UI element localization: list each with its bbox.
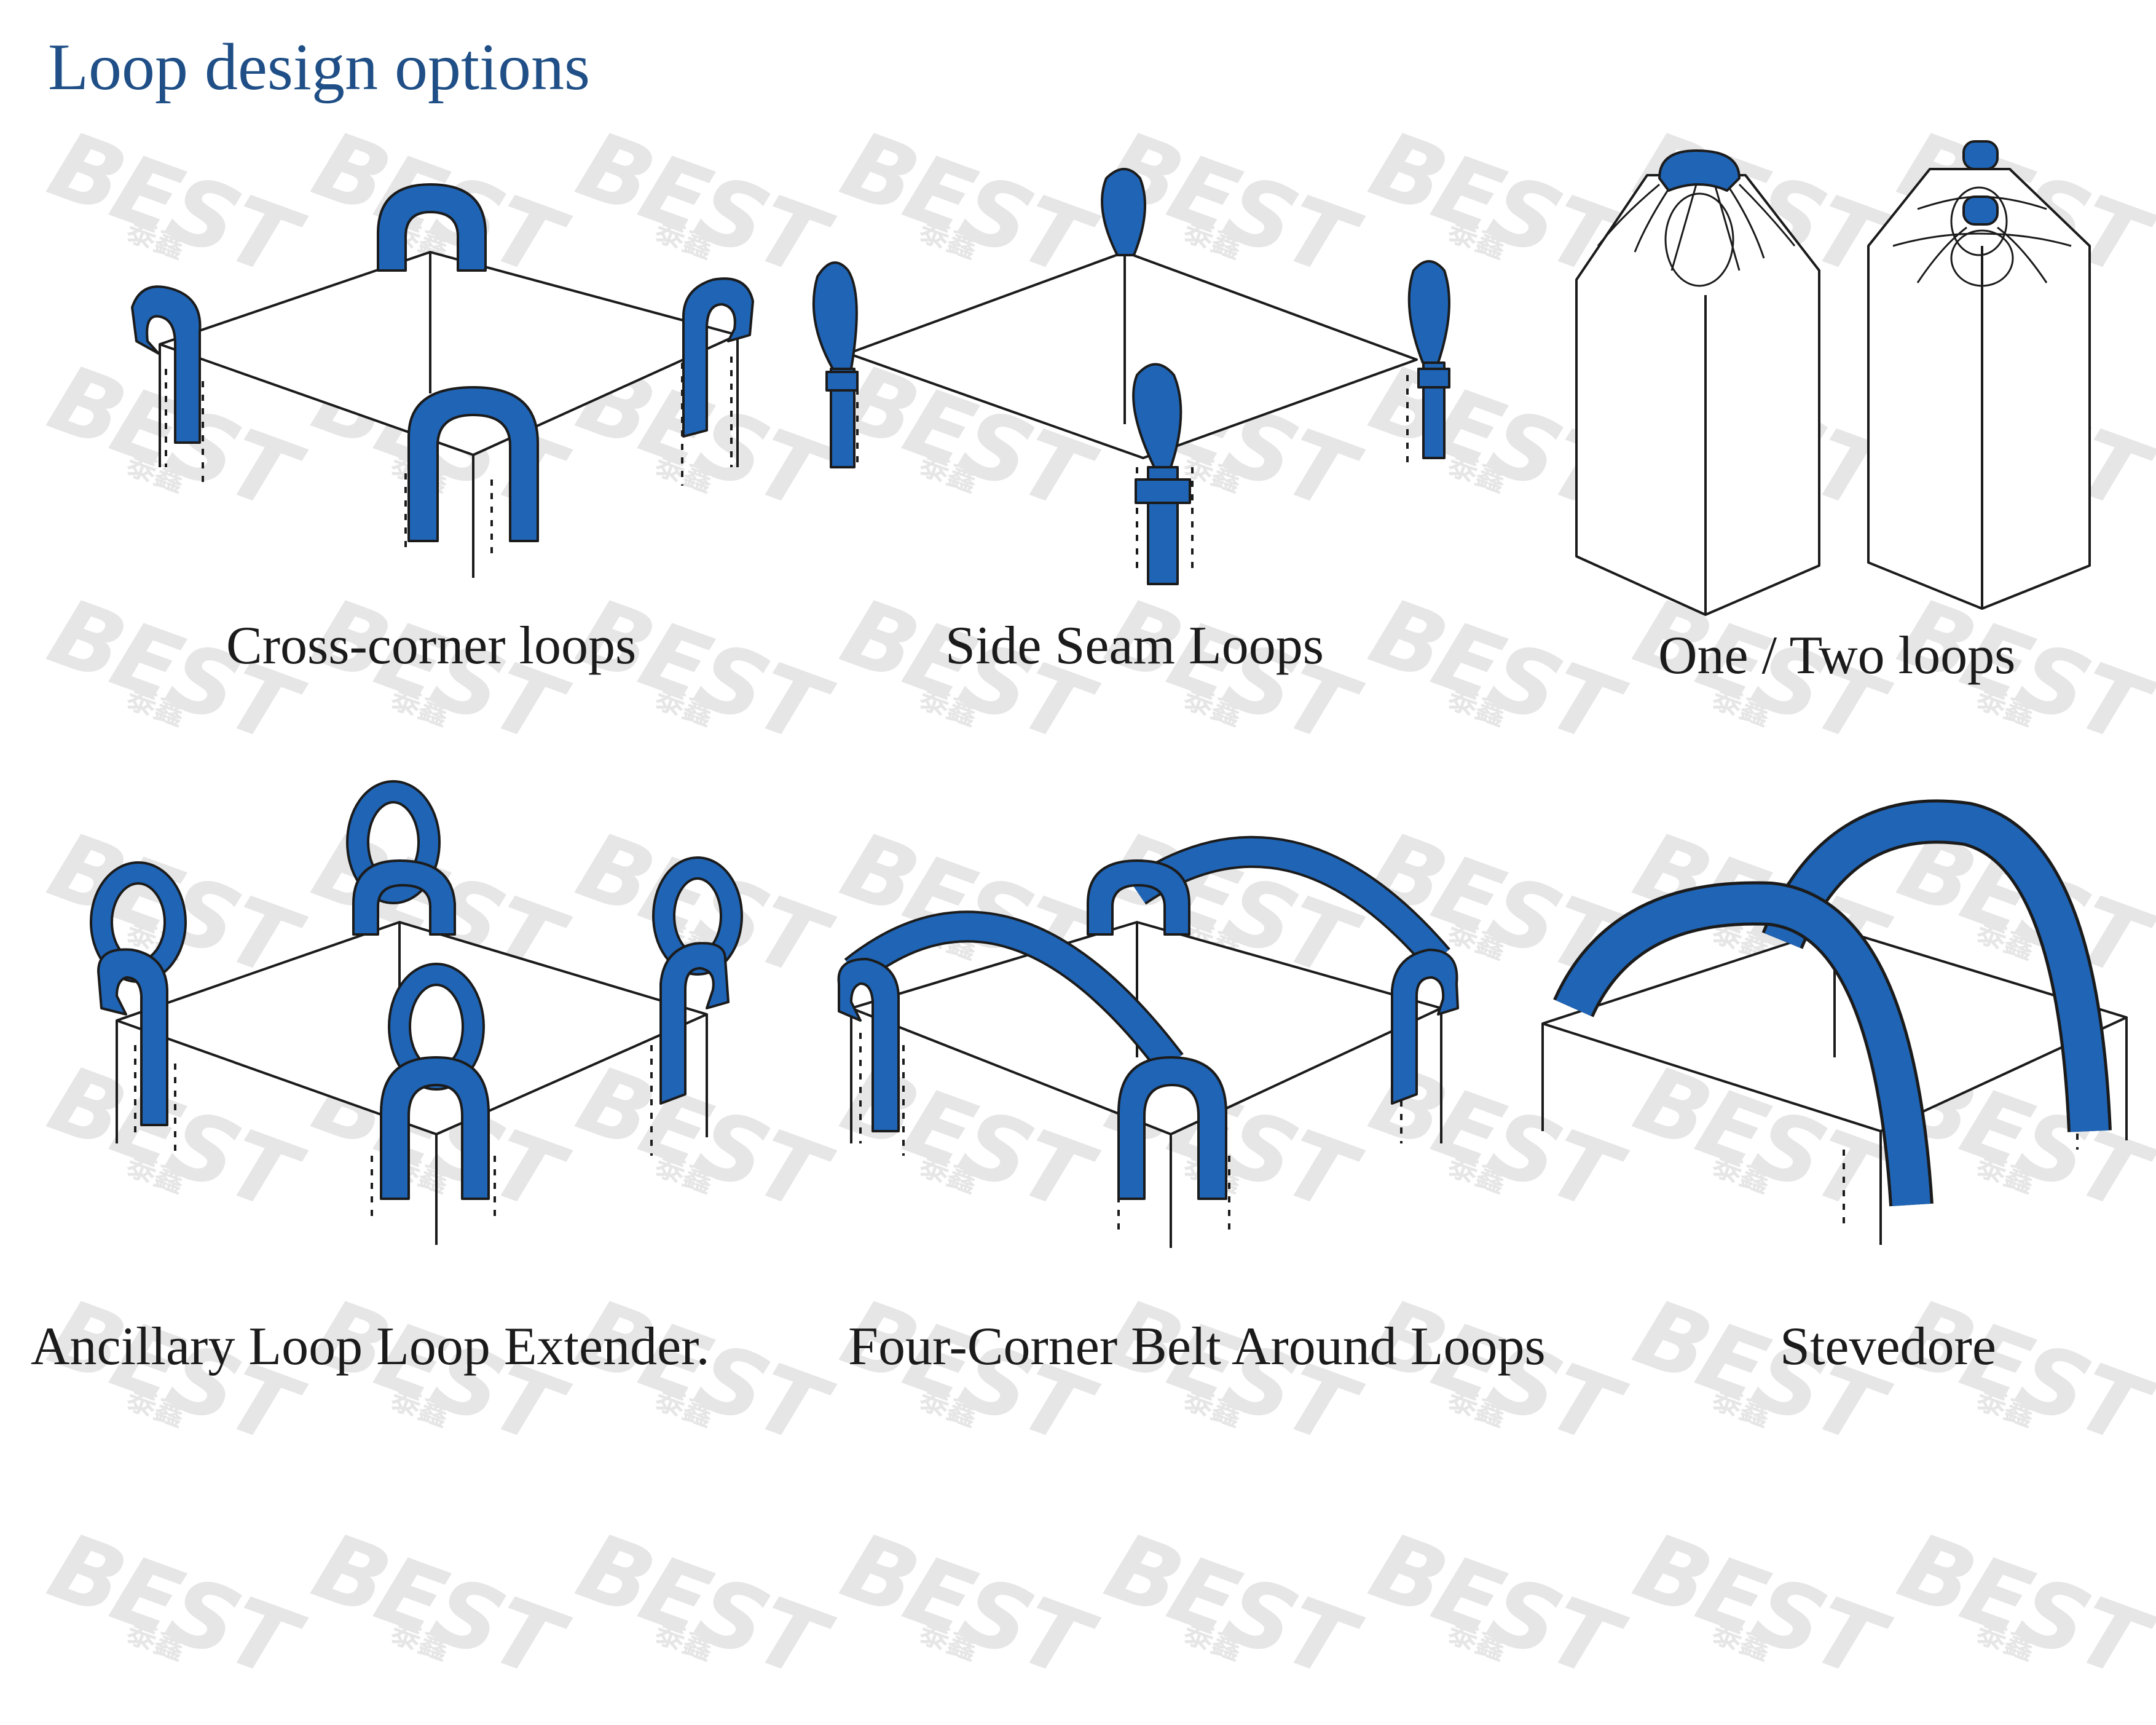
watermark-subtext: 泰鑫 xyxy=(1443,1608,1513,1669)
bag-top-panel xyxy=(1543,928,2126,1245)
watermark-subtext: 泰鑫 xyxy=(915,1608,985,1669)
watermark-brand: BEST xyxy=(301,1513,570,1698)
watermark-subtext: 泰鑫 xyxy=(122,1608,192,1669)
watermark-brand: BEST xyxy=(1093,1513,1363,1698)
watermark-brand: BEST xyxy=(1622,1513,1891,1698)
watermark-subtext: 泰鑫 xyxy=(1179,1608,1249,1669)
watermark-subtext: 泰鑫 xyxy=(1707,1608,1777,1669)
stevedore-figure xyxy=(0,0,2156,1525)
watermark-subtext: 泰鑫 xyxy=(650,1608,720,1669)
watermark-subtext: 泰鑫 xyxy=(1972,1608,2042,1669)
caption-stevedore: Stevedore xyxy=(1780,1316,1996,1378)
watermark-brand: BEST xyxy=(565,1513,834,1698)
watermark-brand: BEST xyxy=(1358,1513,1627,1698)
watermark-brand: BEST xyxy=(36,1513,305,1698)
watermark-brand: BEST xyxy=(1886,1513,2155,1698)
watermark-subtext: 泰鑫 xyxy=(386,1608,456,1669)
watermark-brand: BEST xyxy=(829,1513,1098,1698)
